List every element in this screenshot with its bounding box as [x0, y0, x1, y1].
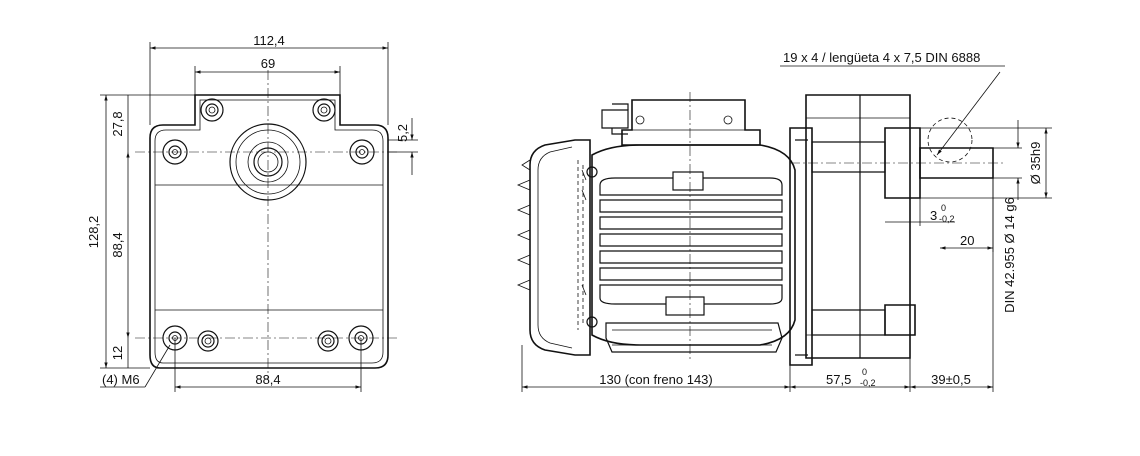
dim-shoulder-tol-upper: 0: [941, 203, 946, 213]
motor-body: [591, 144, 796, 346]
dim-shoulder: 3: [930, 208, 937, 223]
hole-callout: (4) M6: [102, 372, 140, 387]
dim-key-pos: 20: [960, 233, 974, 248]
dim-flange-length: 57,5: [826, 372, 851, 387]
dim-height-holes: 88,4: [110, 232, 125, 257]
dim-height-total: 128,2: [86, 216, 101, 249]
mounting-hole-bottom-inner-right: [317, 330, 339, 352]
dim-pilot-dia: Ø 35h9: [1028, 142, 1043, 185]
dim-width-total: 112,4: [253, 33, 285, 48]
dim-shoulder-tol-lower: -0,2: [939, 214, 955, 224]
dim-shaft-length: 39±0,5: [931, 372, 971, 387]
end-cap: [529, 139, 591, 356]
key-callout: 19 x 4 / lengüeta 4 x 7,5 DIN 6888: [783, 50, 980, 65]
dim-width-bottom: 88,4: [255, 372, 280, 387]
dim-flange-tol-lower: -0,2: [860, 378, 876, 388]
dim-bottom-offset: 12: [110, 346, 125, 360]
mounting-hole-top-left: [200, 98, 224, 122]
motor-feet: [605, 322, 783, 353]
dim-flange-tol-upper: 0: [862, 367, 867, 377]
front-body-outline: [149, 94, 389, 369]
mounting-hole-top-right: [312, 98, 336, 122]
front-body-inner: [154, 99, 384, 364]
dim-shaft-dia: DIN 42.955 Ø 14 g6: [1002, 197, 1017, 313]
key-detail-circle: [927, 117, 973, 163]
dim-right-offset: 5,2: [395, 124, 410, 142]
coupling-flange: [789, 127, 813, 366]
dim-top-offset: 27,8: [110, 111, 125, 136]
dim-motor-length: 130 (con freno 143): [599, 372, 712, 387]
cooling-fins: [599, 177, 783, 305]
side-view: 19 x 4 / lengüeta 4 x 7,5 DIN 6888 Ø 35h…: [516, 50, 1052, 392]
gearbox: [805, 94, 911, 359]
end-cap-fins: [516, 159, 531, 291]
front-view: 112,4 69 128,2 88,4 27,8 12 5,2 88,4 (4)…: [86, 33, 418, 392]
mounting-hole-bottom-inner-left: [197, 330, 219, 352]
dim-width-top: 69: [261, 56, 275, 71]
